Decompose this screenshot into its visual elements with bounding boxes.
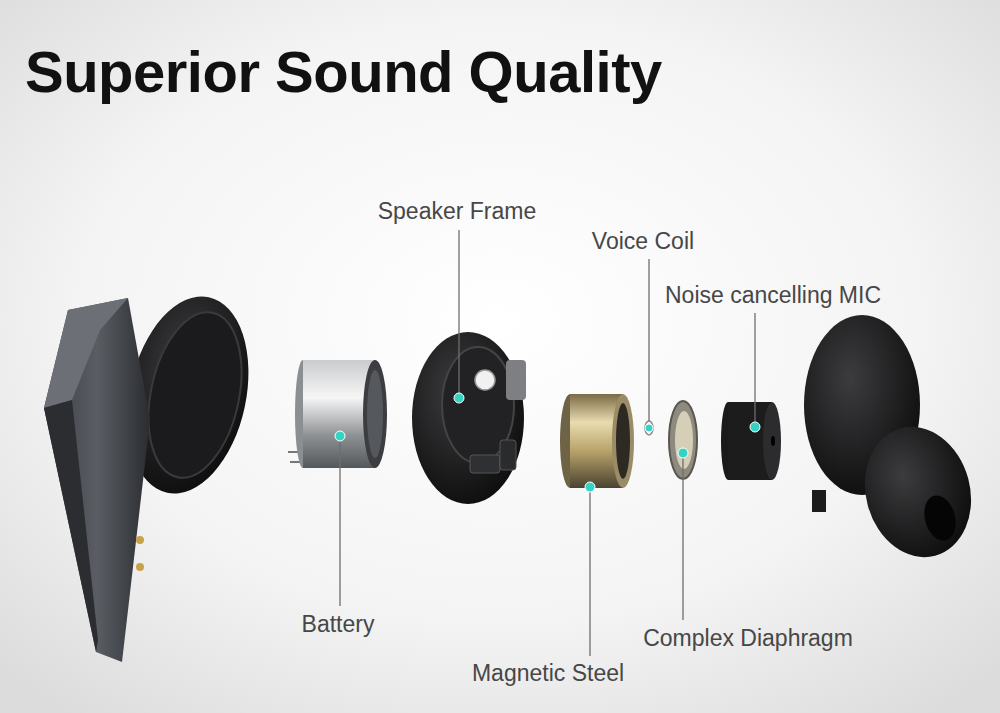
part-label: Voice Coil bbox=[592, 228, 694, 255]
ear-tip bbox=[804, 315, 985, 569]
speaker-frame bbox=[412, 332, 526, 504]
earbud-shell bbox=[44, 285, 266, 662]
part-label: Noise cancelling MIC bbox=[665, 282, 881, 309]
part-label: Speaker Frame bbox=[378, 198, 537, 225]
battery-cell bbox=[288, 360, 387, 468]
page-title: Superior Sound Quality bbox=[25, 38, 662, 105]
part-label: Complex Diaphragm bbox=[643, 625, 853, 652]
voice-coil bbox=[645, 421, 653, 435]
magnet-ring bbox=[560, 394, 634, 488]
microphone bbox=[721, 402, 781, 480]
part-label: Battery bbox=[302, 611, 375, 638]
marker-dots bbox=[335, 393, 760, 492]
part-label: Magnetic Steel bbox=[472, 660, 624, 687]
